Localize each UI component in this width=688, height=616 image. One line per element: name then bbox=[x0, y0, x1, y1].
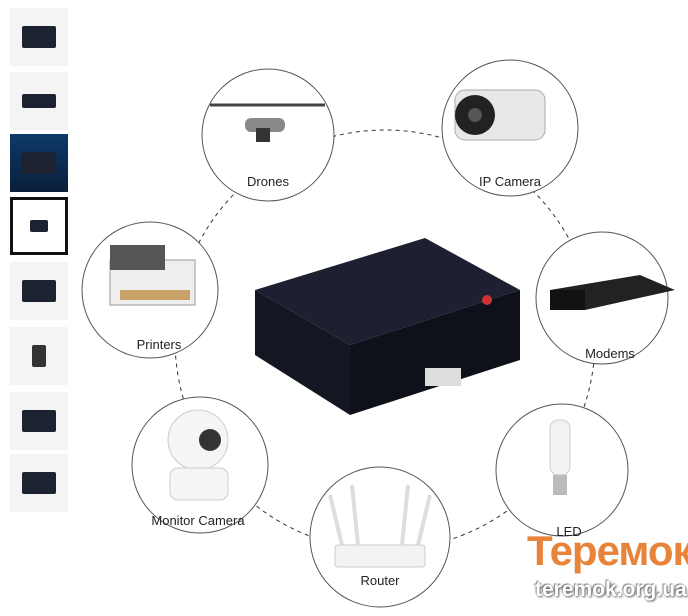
router-circle bbox=[309, 466, 451, 608]
thumbnail-image bbox=[32, 345, 46, 367]
led-bulb-icon bbox=[549, 419, 571, 495]
thumbnail-1[interactable] bbox=[10, 8, 68, 66]
thumbnail-image bbox=[22, 472, 56, 494]
label-ip-camera: IP Camera bbox=[479, 174, 541, 189]
label-monitor-camera: Monitor Camera bbox=[151, 513, 245, 528]
label-printers: Printers bbox=[136, 337, 182, 352]
thumbnail-image bbox=[22, 26, 56, 48]
watermark-url: teremok.org.ua bbox=[535, 578, 687, 601]
label-led: LED bbox=[556, 524, 582, 539]
main-product-image[interactable]: Drones IP Camera Modems LED Router Monit… bbox=[80, 0, 688, 616]
ip-camera-icon bbox=[454, 89, 546, 141]
label-modems: Modems bbox=[585, 346, 635, 361]
scenario-diagram bbox=[81, 59, 675, 608]
thumbnail-image bbox=[22, 94, 56, 108]
label-drones: Drones bbox=[247, 174, 289, 189]
router-icon bbox=[328, 484, 432, 568]
modem-icon bbox=[550, 275, 675, 310]
power-bank-device bbox=[255, 238, 520, 415]
thumbnail-image bbox=[22, 280, 56, 302]
thumbnail-image bbox=[22, 410, 56, 432]
thumbnail-3[interactable] bbox=[10, 134, 68, 192]
watermark-brand: Теремок bbox=[527, 527, 688, 574]
label-router: Router bbox=[360, 573, 400, 588]
thumbnail-5[interactable] bbox=[10, 262, 68, 320]
monitor-camera-icon bbox=[167, 409, 229, 501]
thumbnail-7[interactable] bbox=[10, 392, 68, 450]
thumbnail-image bbox=[22, 152, 56, 174]
watermark-logo: Теремок bbox=[527, 527, 688, 575]
thumbnail-2[interactable] bbox=[10, 72, 68, 130]
printer-icon bbox=[109, 245, 196, 306]
thumbnail-8[interactable] bbox=[10, 454, 68, 512]
thumbnail-6[interactable] bbox=[10, 327, 68, 385]
thumbnail-4-selected[interactable] bbox=[10, 197, 68, 255]
thumbnail-image bbox=[30, 220, 48, 232]
drone-icon bbox=[210, 103, 325, 142]
